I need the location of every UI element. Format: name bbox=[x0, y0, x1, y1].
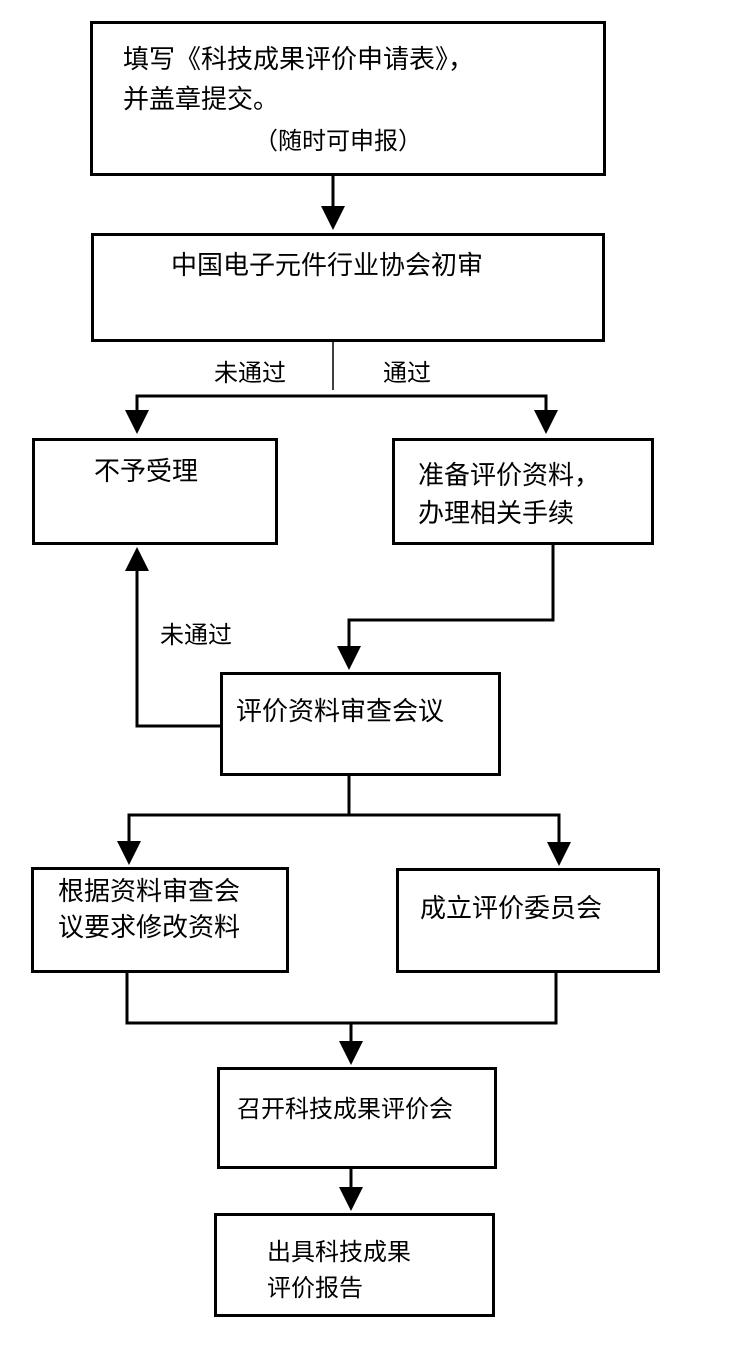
label-fail-initial: 未通过 bbox=[214, 359, 286, 387]
arrow-fail-to-rejected bbox=[125, 394, 333, 434]
rejected-text: 不予受理 bbox=[94, 457, 199, 487]
evaluation-meeting-text: 召开科技成果评价会 bbox=[237, 1095, 453, 1123]
step-apply-box bbox=[90, 21, 606, 176]
step-initial-review-box bbox=[91, 233, 605, 342]
arrow-prepare-to-meeting bbox=[337, 545, 555, 670]
arrow-to-revise bbox=[117, 813, 349, 865]
arrow-pass-to-prepare bbox=[333, 394, 558, 434]
label-pass-initial: 通过 bbox=[383, 359, 431, 387]
step-revise-box bbox=[31, 867, 289, 973]
arrow-meeting-fail-to-rejected bbox=[125, 547, 222, 728]
report-line1: 出具科技成果 bbox=[267, 1238, 411, 1266]
merge-line bbox=[125, 972, 558, 1025]
committee-text: 成立评价委员会 bbox=[420, 894, 603, 924]
prepare-line1: 准备评价资料， bbox=[418, 461, 601, 491]
review-meeting-text: 评价资料审查会议 bbox=[236, 697, 445, 727]
revise-line2: 议要求修改资料 bbox=[58, 913, 241, 943]
label-fail-meeting: 未通过 bbox=[160, 621, 232, 649]
prepare-line2: 办理相关手续 bbox=[418, 499, 575, 529]
arrow-to-committee bbox=[349, 813, 571, 866]
step-prepare-box bbox=[392, 438, 654, 545]
apply-note: （随时可申报） bbox=[254, 127, 422, 155]
initial-review-text: 中国电子元件行业协会初审 bbox=[171, 251, 484, 281]
step-rejected-box bbox=[32, 438, 278, 545]
step-report-box bbox=[214, 1213, 495, 1317]
revise-line1: 根据资料审查会 bbox=[58, 877, 241, 907]
apply-line1: 填写《科技成果评价申请表》， bbox=[123, 45, 475, 75]
step-committee-box bbox=[396, 868, 660, 973]
step-evaluation-meeting-box bbox=[217, 1067, 497, 1169]
report-line2: 评价报告 bbox=[267, 1274, 363, 1302]
step-review-meeting-box bbox=[220, 672, 501, 776]
apply-line2: 并盖章提交。 bbox=[123, 85, 280, 115]
